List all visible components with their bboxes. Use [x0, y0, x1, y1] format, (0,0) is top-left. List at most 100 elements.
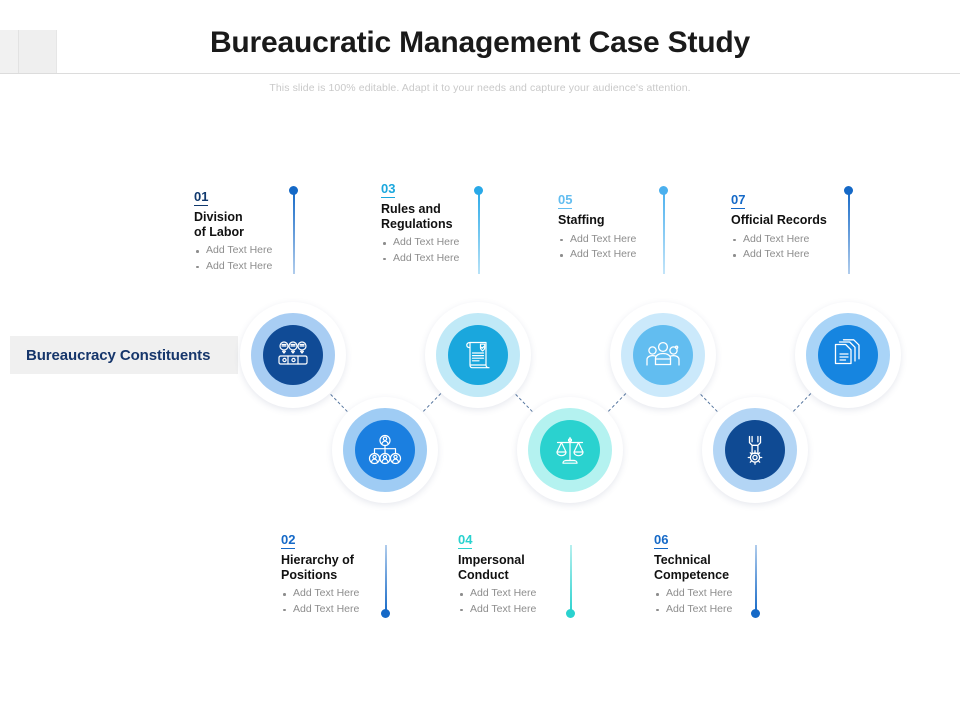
label-number-07: 07 — [731, 192, 746, 209]
document-shield-icon — [448, 325, 508, 385]
label-bullet-item[interactable]: Add Text Here — [558, 232, 710, 248]
side-banner: Bureaucracy Constituents — [10, 336, 238, 374]
stem-dot-06 — [751, 609, 761, 618]
connector-line — [422, 393, 441, 413]
node-circle-02[interactable] — [332, 397, 438, 503]
stem-line-04 — [566, 545, 576, 618]
stem-line-03 — [474, 186, 484, 274]
label-bullet-item[interactable]: Add Text Here — [194, 259, 346, 275]
label-bullet-item[interactable]: Add Text Here — [654, 586, 806, 602]
connector-line — [514, 393, 533, 412]
wrench-gear-icon — [725, 420, 785, 480]
label-number-04: 04 — [458, 532, 473, 549]
label-title-line: Hierarchy of — [281, 553, 354, 567]
connector-line — [329, 393, 348, 412]
scales-of-justice-icon — [540, 420, 600, 480]
stem-dot-03 — [474, 186, 484, 195]
people-group-icon — [633, 325, 693, 385]
label-title-07: Official Records — [731, 213, 883, 228]
stem-line-05 — [659, 186, 669, 274]
header-divider — [0, 73, 960, 74]
label-bullet-item[interactable]: Add Text Here — [731, 247, 883, 263]
stem-dot-07 — [844, 186, 854, 195]
label-bullet-item[interactable]: Add Text Here — [381, 251, 533, 267]
label-bullet-item[interactable]: Add Text Here — [381, 235, 533, 251]
label-title-line: Regulations — [381, 216, 453, 231]
label-number-06: 06 — [654, 532, 669, 549]
label-bullet-item[interactable]: Add Text Here — [731, 232, 883, 248]
node-ring-06 — [713, 408, 797, 492]
label-bullet-item[interactable]: Add Text Here — [458, 602, 610, 618]
stem-dot-04 — [566, 609, 576, 618]
label-title-line: Competence — [654, 567, 730, 582]
page-subtitle: This slide is 100% editable. Adapt it to… — [269, 82, 691, 94]
node-circle-06[interactable] — [702, 397, 808, 503]
node-circle-07[interactable] — [795, 302, 901, 408]
label-bullet-item[interactable]: Add Text Here — [194, 243, 346, 259]
node-ring-07 — [806, 313, 890, 397]
org-hierarchy-icon — [355, 420, 415, 480]
stem-line-02 — [381, 545, 391, 618]
label-bullet-item[interactable]: Add Text Here — [281, 586, 433, 602]
label-bullet-item[interactable]: Add Text Here — [281, 602, 433, 618]
node-ring-04 — [528, 408, 612, 492]
connector-line — [607, 393, 626, 413]
division-of-labor-icon — [263, 325, 323, 385]
label-number-05: 05 — [558, 192, 573, 209]
label-title-line: Technical — [654, 553, 711, 567]
label-bullet-item[interactable]: Add Text Here — [654, 602, 806, 618]
label-number-01: 01 — [194, 189, 209, 206]
label-title-line: Division — [194, 210, 243, 224]
corner-decoration-inner — [18, 30, 57, 73]
stem-dot-02 — [381, 609, 391, 618]
node-circle-01[interactable] — [240, 302, 346, 408]
label-title-line: of Labor — [194, 224, 244, 239]
node-circle-03[interactable] — [425, 302, 531, 408]
label-title-05: Staffing — [558, 213, 710, 228]
stem-line-01 — [289, 186, 299, 274]
label-title-line: Positions — [281, 567, 338, 582]
label-bullet-item[interactable]: Add Text Here — [558, 247, 710, 263]
node-ring-02 — [343, 408, 427, 492]
label-title-line: Official Records — [731, 213, 827, 227]
label-title-line: Conduct — [458, 567, 509, 582]
stem-dot-05 — [659, 186, 669, 195]
label-title-line: Rules and — [381, 202, 441, 216]
label-title-line: Staffing — [558, 213, 605, 227]
page-title: Bureaucratic Management Case Study — [209, 26, 751, 59]
side-banner-label: Bureaucracy Constituents — [26, 346, 211, 364]
connector-line — [792, 393, 811, 413]
stem-dot-01 — [289, 186, 299, 195]
node-circle-04[interactable] — [517, 397, 623, 503]
connector-line — [699, 393, 718, 412]
node-ring-03 — [436, 313, 520, 397]
node-ring-01 — [251, 313, 335, 397]
node-ring-05 — [621, 313, 705, 397]
label-bullet-item[interactable]: Add Text Here — [458, 586, 610, 602]
label-title-line: Impersonal — [458, 553, 525, 567]
stem-line-06 — [751, 545, 761, 618]
stacked-documents-icon — [818, 325, 878, 385]
label-number-03: 03 — [381, 181, 396, 198]
stem-line-07 — [844, 186, 854, 274]
node-circle-05[interactable] — [610, 302, 716, 408]
